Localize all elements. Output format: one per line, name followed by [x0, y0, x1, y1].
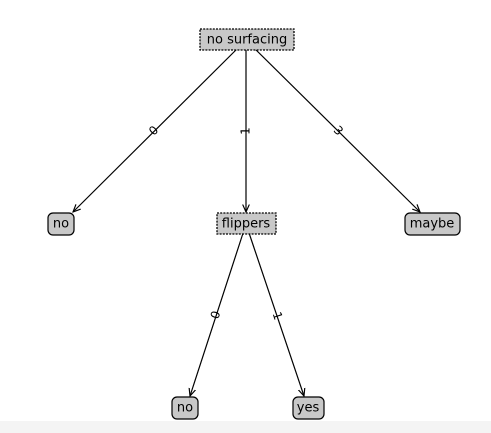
leaf-node-box — [171, 396, 199, 420]
leaf-node-label: maybe — [410, 217, 455, 232]
leaf-node-box — [47, 212, 75, 236]
decision-node-flippers: flippers — [216, 212, 277, 235]
leaf-node-yes: yes — [292, 396, 325, 420]
decision-node-box — [199, 28, 295, 51]
edge-label-flippers-no: 0 — [208, 309, 224, 321]
edge-label-root-flippers: 1 — [239, 127, 253, 135]
decision-node-no-surfacing: no surfacing — [199, 28, 295, 51]
leaf-node-box — [404, 212, 461, 236]
edges — [73, 39, 420, 396]
leaf-node-label: yes — [297, 401, 320, 416]
leaf-node-no: no — [47, 212, 75, 236]
edge-flippers-to-no — [190, 223, 247, 396]
leaf-node-label: no — [177, 401, 193, 416]
edge-flippers-to-yes — [245, 223, 304, 396]
edge-label-root-no: 0 — [146, 123, 161, 138]
leaf-node-no-2: no — [171, 396, 199, 420]
leaf-node-label: no — [53, 217, 69, 232]
edge-root-to-maybe — [245, 39, 420, 212]
decision-node-label: flippers — [222, 217, 271, 232]
leaf-node-maybe: maybe — [404, 212, 461, 236]
leaf-node-box — [292, 396, 325, 420]
decision-node-box — [216, 212, 277, 235]
decision-node-label: no surfacing — [207, 33, 287, 48]
bottom-band — [0, 421, 491, 433]
edge-root-to-no — [73, 39, 247, 212]
edge-label-flippers-yes: 1 — [270, 310, 286, 322]
